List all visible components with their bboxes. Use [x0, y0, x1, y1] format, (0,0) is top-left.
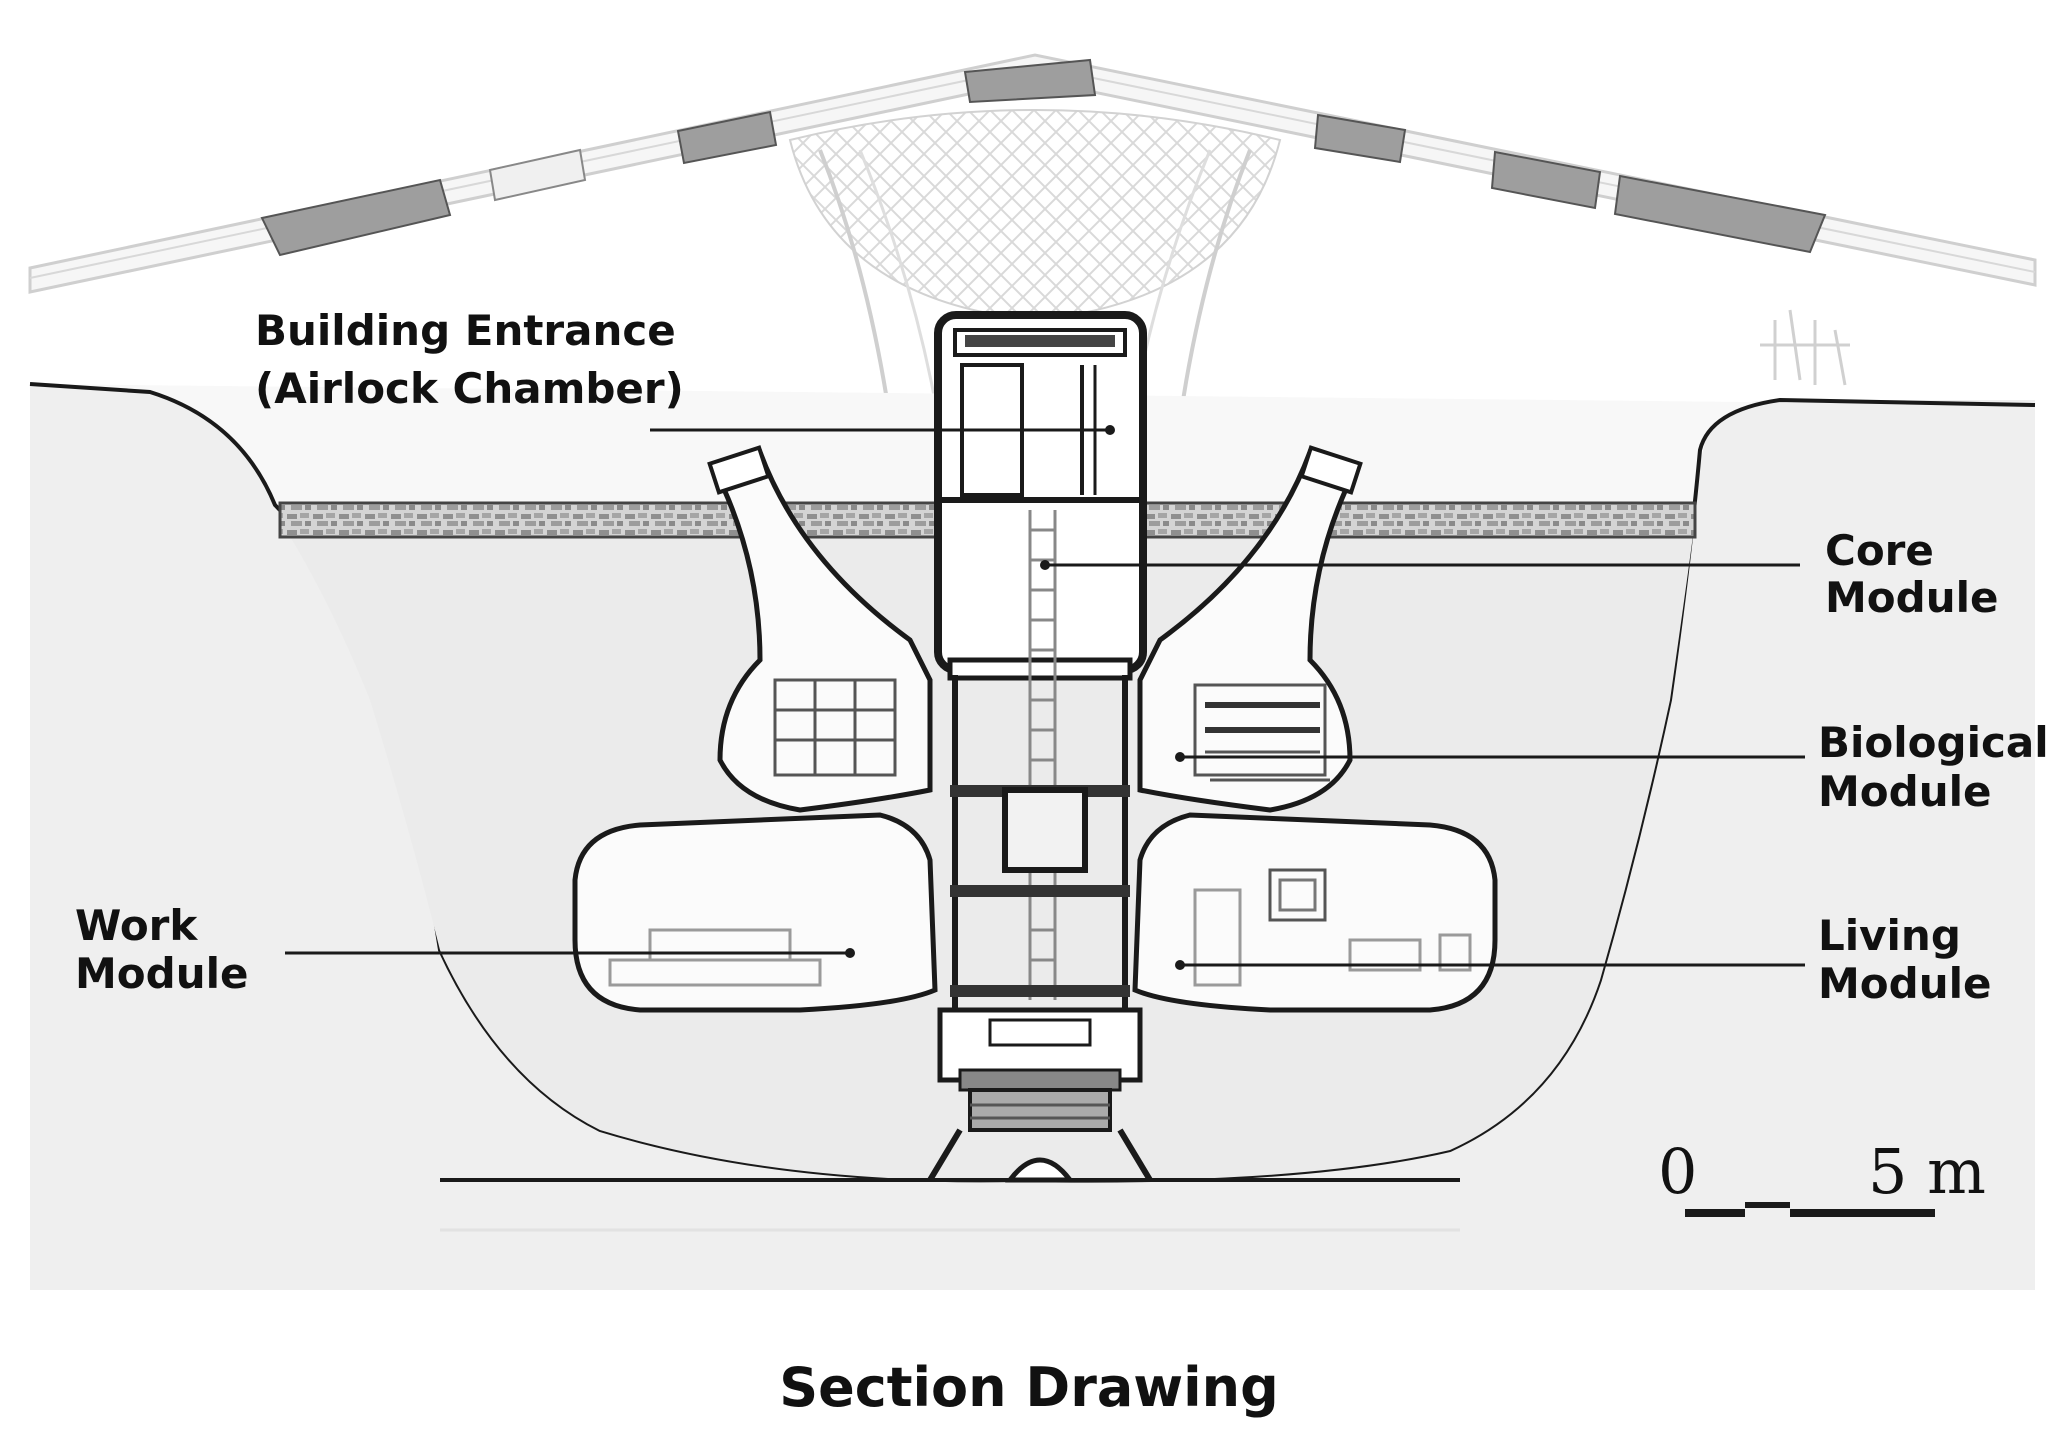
scale-bar-end-label: 5 m — [1868, 1135, 1986, 1208]
label-work-module-1: Work — [75, 901, 198, 950]
label-building-entrance-2: (Airlock Chamber) — [255, 364, 684, 413]
label-living-module-2: Module — [1818, 959, 1992, 1008]
lab-shelves — [773, 678, 897, 777]
label-work-module-2: Module — [75, 949, 249, 998]
roof-panel — [488, 148, 587, 202]
label-core-module-1: Core — [1825, 526, 1934, 575]
label-living-module-1: Living — [1818, 911, 1961, 960]
roof-panel — [1490, 150, 1602, 210]
lab-shelves — [1193, 683, 1330, 782]
leader-lines — [285, 428, 1805, 967]
roof-panel — [1613, 174, 1827, 254]
lower-modules — [572, 812, 1498, 1013]
roof-panel — [676, 110, 778, 165]
core-shaft — [707, 311, 1363, 1183]
caption: Section Drawing — [779, 1356, 1279, 1419]
roof-panel — [1313, 113, 1407, 164]
roof-panel — [963, 58, 1097, 104]
label-biological-module-1: Biological — [1818, 718, 2049, 767]
scale-bar-start-label: 0 — [1658, 1135, 1697, 1208]
ladder — [1028, 510, 1057, 1000]
label-building-entrance-1: Building Entrance — [255, 306, 676, 355]
biological-module-shell — [711, 448, 1359, 813]
roof-panel — [260, 178, 452, 257]
label-biological-module-2: Module — [1818, 767, 1992, 816]
label-core-module-2: Module — [1825, 573, 1999, 622]
scale-bar: 0 5 m — [1658, 1135, 1986, 1217]
